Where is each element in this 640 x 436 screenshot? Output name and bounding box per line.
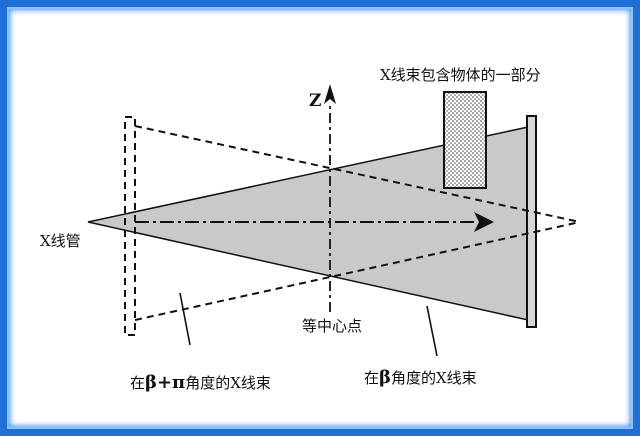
label-z-axis: Z — [309, 91, 321, 111]
label-beam-beta-pi-prefix: 在 — [130, 374, 145, 392]
label-beam-beta-pi-suffix: 角度的X线束 — [185, 374, 271, 392]
label-xray-tube: X线管 — [40, 232, 81, 250]
leader-beta — [426, 305, 438, 357]
central-ray-arrow — [474, 212, 494, 232]
label-beam-beta-pi: 在β+π角度的X线束 — [130, 372, 271, 393]
label-beam-beta-prefix: 在 — [364, 369, 379, 387]
label-beam-contains-part: X线束包含物体的一部分 — [380, 66, 541, 84]
label-beam-beta: 在β角度的X线束 — [364, 367, 477, 388]
leader-beta-pi — [179, 292, 191, 346]
z-axis-arrow — [324, 84, 336, 104]
beam-beta-pi — [124, 116, 581, 336]
object-part — [443, 91, 487, 189]
label-beam-beta-suffix: 角度的X线束 — [391, 369, 477, 387]
label-isocenter: 等中心点 — [302, 317, 362, 335]
label-beam-beta-symbol: β — [379, 367, 391, 388]
detector-beta — [526, 115, 537, 328]
label-beam-beta-pi-symbol: β+π — [145, 372, 185, 393]
